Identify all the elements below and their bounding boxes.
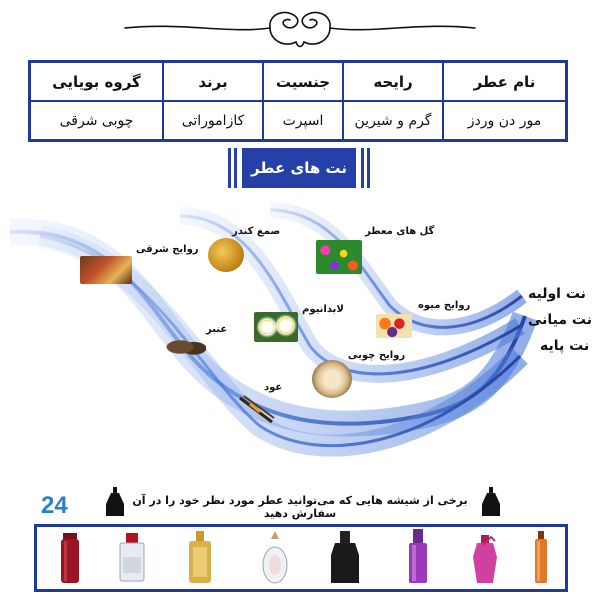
amber-image — [166, 334, 206, 360]
bottle-gallery — [61, 529, 547, 584]
ingredient-flowers-label: گل های معطر — [365, 226, 435, 237]
perfume-info-table: نام عطر رایحه جنسیت برند گروه بویایی مور… — [28, 60, 568, 142]
header-gender: جنسیت — [275, 72, 331, 91]
bottle-8-icon — [535, 531, 547, 583]
swoosh-graphic — [9, 202, 538, 457]
woody-notes-image — [312, 360, 352, 398]
bottle-7-icon — [473, 535, 497, 583]
value-olfactory-group: چوبی شرقی — [59, 112, 134, 129]
value-gender: اسپرت — [282, 112, 324, 129]
bottle-options-strip — [34, 524, 568, 592]
value-scent: گرم و شیرین — [354, 112, 432, 129]
bottle-1-icon — [61, 533, 79, 583]
logo-text: 24 — [41, 492, 68, 519]
notes-pyramid: روایح شرقی صمغ کندر گل های معطر روایح می… — [0, 196, 600, 476]
footer-caption: برخی از شیشه هایی که می‌توانید عطر مورد … — [132, 494, 468, 520]
ingredient-oud-label: عود — [264, 382, 283, 393]
value-perfume-name: مور دن وردز — [467, 112, 542, 129]
header-brand: برند — [198, 72, 228, 91]
ingredient-frankincense-label: صمغ کندر — [232, 226, 281, 237]
flowers-image — [316, 240, 362, 274]
bottle-silhouette-right-icon — [482, 487, 500, 516]
header-perfume-name: نام عطر — [473, 72, 536, 91]
bottle-3-icon — [189, 531, 211, 583]
tier-base-notes: نت پایه — [540, 338, 590, 354]
ingredient-labdanum-label: لابدانیوم — [302, 304, 344, 315]
bottle-4-icon — [262, 531, 288, 584]
ingredient-fruits-label: روایح میوه — [418, 300, 471, 311]
brand-logo: 24 — [28, 488, 76, 524]
ingredient-oriental-label: روایح شرقی — [136, 244, 199, 255]
bottle-2-icon — [119, 533, 145, 582]
fruits-image — [376, 314, 412, 338]
bottle-silhouette-left-icon — [106, 487, 124, 516]
bottle-5-icon — [331, 531, 359, 583]
ingredient-amber-label: عنبر — [206, 324, 228, 335]
labdanum-image — [254, 312, 298, 342]
frankincense-image — [208, 238, 244, 272]
notes-banner: نت های عطر — [228, 148, 370, 188]
tier-top-notes: نت اولیه — [528, 286, 586, 302]
notes-banner-title: نت های عطر — [242, 148, 356, 188]
oriental-notes-image — [80, 256, 132, 284]
tier-middle-notes: نت میانی — [528, 312, 593, 328]
ingredient-woody-label: روایح چوبی — [348, 350, 406, 361]
ornament-divider-icon — [124, 11, 476, 48]
header-scent: رایحه — [373, 72, 413, 91]
value-brand: کازاموراتی — [181, 112, 245, 129]
bottle-6-icon — [409, 529, 427, 583]
oud-sticks-icon — [239, 395, 275, 424]
header-olfactory-group: گروه بویایی — [52, 72, 141, 91]
